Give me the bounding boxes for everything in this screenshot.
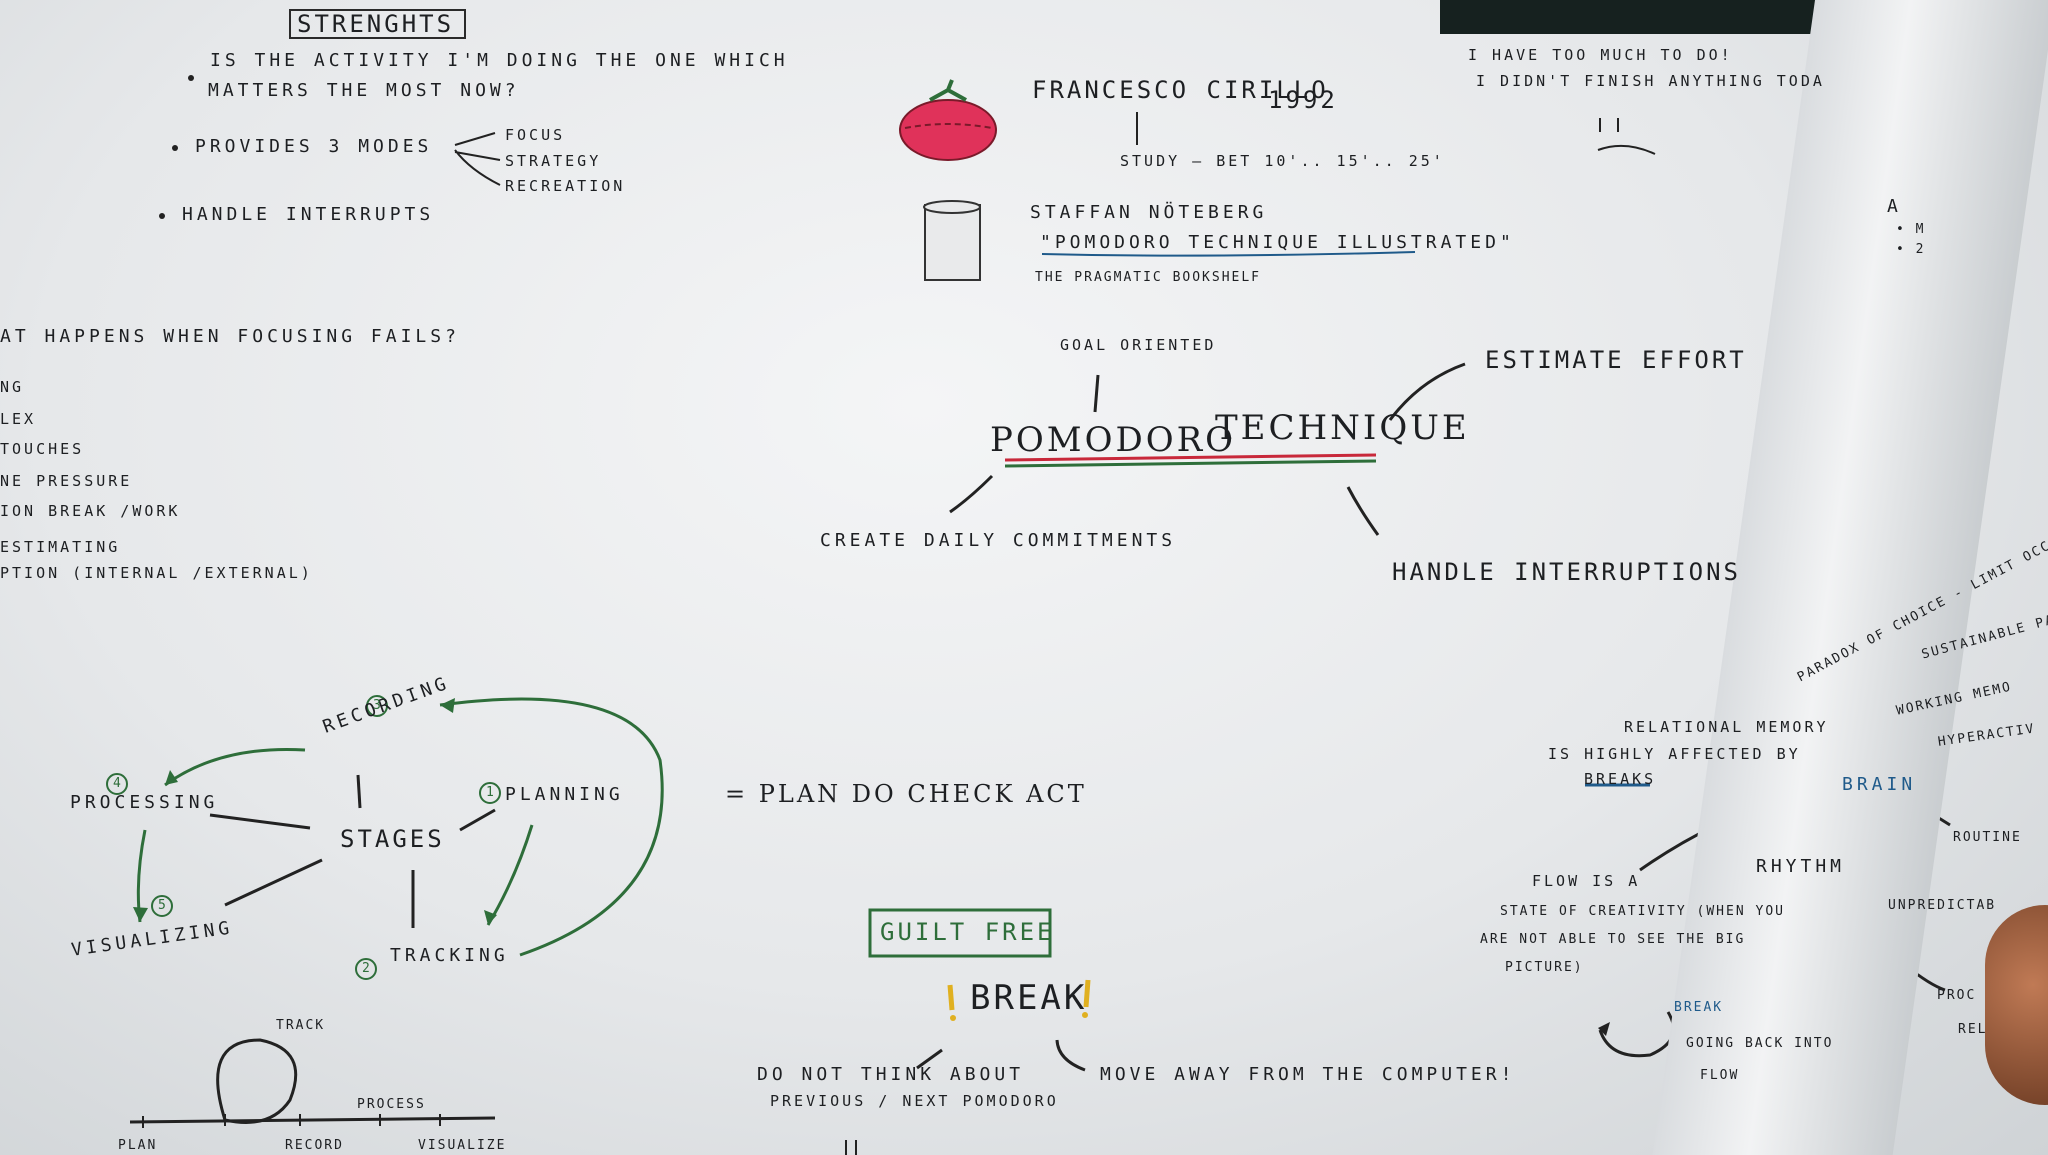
stage-number: 3	[373, 698, 383, 713]
brain-relational3: BREAKS	[1584, 770, 1657, 788]
stage-planning: PLANNING	[505, 784, 624, 805]
tomato-stem-icon	[929, 79, 967, 102]
failures-heading: AT HAPPENS WHEN FOCUSING FAILS?	[0, 326, 460, 347]
stage-number: 1	[486, 785, 496, 800]
tomato-icon	[899, 99, 997, 161]
failure-item: TOUCHES	[0, 440, 85, 458]
center-underline-green	[1004, 459, 1377, 468]
author-year: 1992	[1268, 86, 1338, 114]
pdca-text: = PLAN DO CHECK ACT	[725, 780, 1087, 808]
top-right-line2: I DIDN'T FINISH ANYTHING TODA	[1476, 72, 1825, 90]
strengths-bullet1-line2: MATTERS THE MOST NOW?	[208, 80, 520, 101]
strengths-title: STRENGHTS	[297, 10, 455, 38]
bullet-dot	[188, 75, 194, 81]
brain-break-word: BREAK	[1674, 1000, 1724, 1015]
technique-center-right: TECHNIQUE	[1215, 408, 1470, 448]
timeline-label: PLAN	[118, 1138, 158, 1153]
arrow-recording-to-processing	[164, 747, 306, 787]
failure-item: PTION (INTERNAL /EXTERNAL)	[0, 564, 313, 582]
book-title-underline	[1041, 251, 1416, 257]
arrow-tracking-to-recording	[439, 697, 664, 957]
modes-bracket	[454, 132, 501, 186]
timeline-label: RECORD	[285, 1138, 344, 1153]
brain-unpredictable: UNPREDICTAB	[1888, 898, 1997, 913]
failure-item: ESTIMATING	[0, 538, 121, 556]
study-line: STUDY — BET 10'.. 15'.. 25'	[1120, 152, 1445, 170]
stage-number: 2	[362, 961, 372, 976]
brain-flow3: ARE NOT ABLE TO SEE THE BIG	[1480, 932, 1746, 947]
author-name: FRANCESCO CIRILLO	[1032, 76, 1329, 104]
track-loop	[216, 1038, 298, 1124]
technique-interruptions: HANDLE INTERRUPTIONS	[1392, 558, 1741, 586]
brain-pro: PROC	[1937, 988, 1977, 1003]
strengths-bullet2: PROVIDES 3 MODES	[195, 136, 433, 157]
break-right: MOVE AWAY FROM THE COMPUTER!	[1100, 1064, 1516, 1085]
brain-relational1: RELATIONAL MEMORY	[1624, 718, 1829, 736]
circle-item: • 2	[1896, 242, 1926, 257]
book-icon	[924, 204, 981, 281]
brain-flow2: STATE OF CREATIVITY (WHEN YOU	[1500, 904, 1785, 919]
bullet-dot	[159, 213, 165, 219]
failure-item: ION BREAK /WORK	[0, 502, 181, 520]
cycle-arrow-icon	[1598, 1011, 1675, 1058]
brain-routine: ROUTINE	[1953, 830, 2022, 845]
mode-recreation: RECREATION	[505, 177, 626, 195]
technique-commitments: CREATE DAILY COMMITMENTS	[820, 530, 1177, 551]
failure-item: LEX	[0, 410, 37, 428]
break-left2: PREVIOUS / NEXT POMODORO	[770, 1092, 1059, 1110]
face-doodle	[1597, 118, 1656, 155]
stage-number: 4	[113, 776, 123, 791]
stage-processing: PROCESSING	[70, 792, 219, 813]
arrow-planning-to-tracking	[486, 824, 534, 926]
brain-rel: REL	[1958, 1022, 1988, 1037]
strengths-box	[289, 9, 466, 39]
failure-item: NE PRESSURE	[0, 472, 133, 490]
technique-estimate: ESTIMATE EFFORT	[1485, 346, 1747, 374]
circle-letter: A	[1887, 196, 1902, 217]
brain-center: BRAIN	[1842, 774, 1917, 795]
stage-tracking: TRACKING	[390, 945, 509, 966]
brain-rhythm: RHYTHM	[1756, 856, 1846, 877]
brain-relational2: IS HIGHLY AFFECTED BY	[1548, 745, 1801, 763]
brain-flow1: FLOW IS A	[1532, 872, 1641, 890]
brain-going2: FLOW	[1700, 1068, 1740, 1083]
timeline-process: PROCESS	[357, 1097, 426, 1112]
timeline-axis	[129, 1116, 496, 1124]
book-title: "POMODORO TECHNIQUE ILLUSTRATED"	[1040, 232, 1515, 253]
circle-item: • M	[1896, 222, 1926, 237]
failure-item: NG	[0, 378, 25, 396]
bullet-dot	[172, 145, 178, 151]
stages-center: STAGES	[340, 825, 445, 853]
timeline-label: VISUALIZE	[418, 1138, 507, 1153]
book-publisher: THE PRAGMATIC BOOKSHELF	[1035, 270, 1262, 285]
mode-focus: FOCUS	[505, 126, 566, 144]
dark-background-edge	[1440, 0, 1820, 34]
strengths-bullet1-line1: IS THE ACTIVITY I'M DOING THE ONE WHICH	[210, 50, 789, 71]
break-title: BREAK	[970, 978, 1088, 1018]
top-right-line1: I HAVE TOO MUCH TO DO!	[1468, 46, 1733, 64]
guilt-free-badge: GUILT FREE	[880, 918, 1055, 946]
technique-goal: GOAL ORIENTED	[1060, 336, 1217, 354]
timeline-track: TRACK	[276, 1018, 326, 1033]
finger	[1985, 905, 2048, 1105]
technique-center-left: POMODORO	[990, 420, 1237, 460]
mode-strategy: STRATEGY	[505, 152, 602, 170]
brain-going1: GOING BACK INTO	[1686, 1036, 1834, 1051]
guilt-free-box	[868, 908, 1052, 958]
center-underline-red	[1004, 453, 1377, 462]
book-author: STAFFAN NÖTEBERG	[1030, 202, 1268, 223]
stage-number: 5	[158, 898, 168, 913]
brain-flow4: PICTURE)	[1505, 960, 1584, 975]
break-left: DO NOT THINK ABOUT	[757, 1064, 1025, 1085]
strengths-bullet3: HANDLE INTERRUPTS	[182, 204, 435, 225]
